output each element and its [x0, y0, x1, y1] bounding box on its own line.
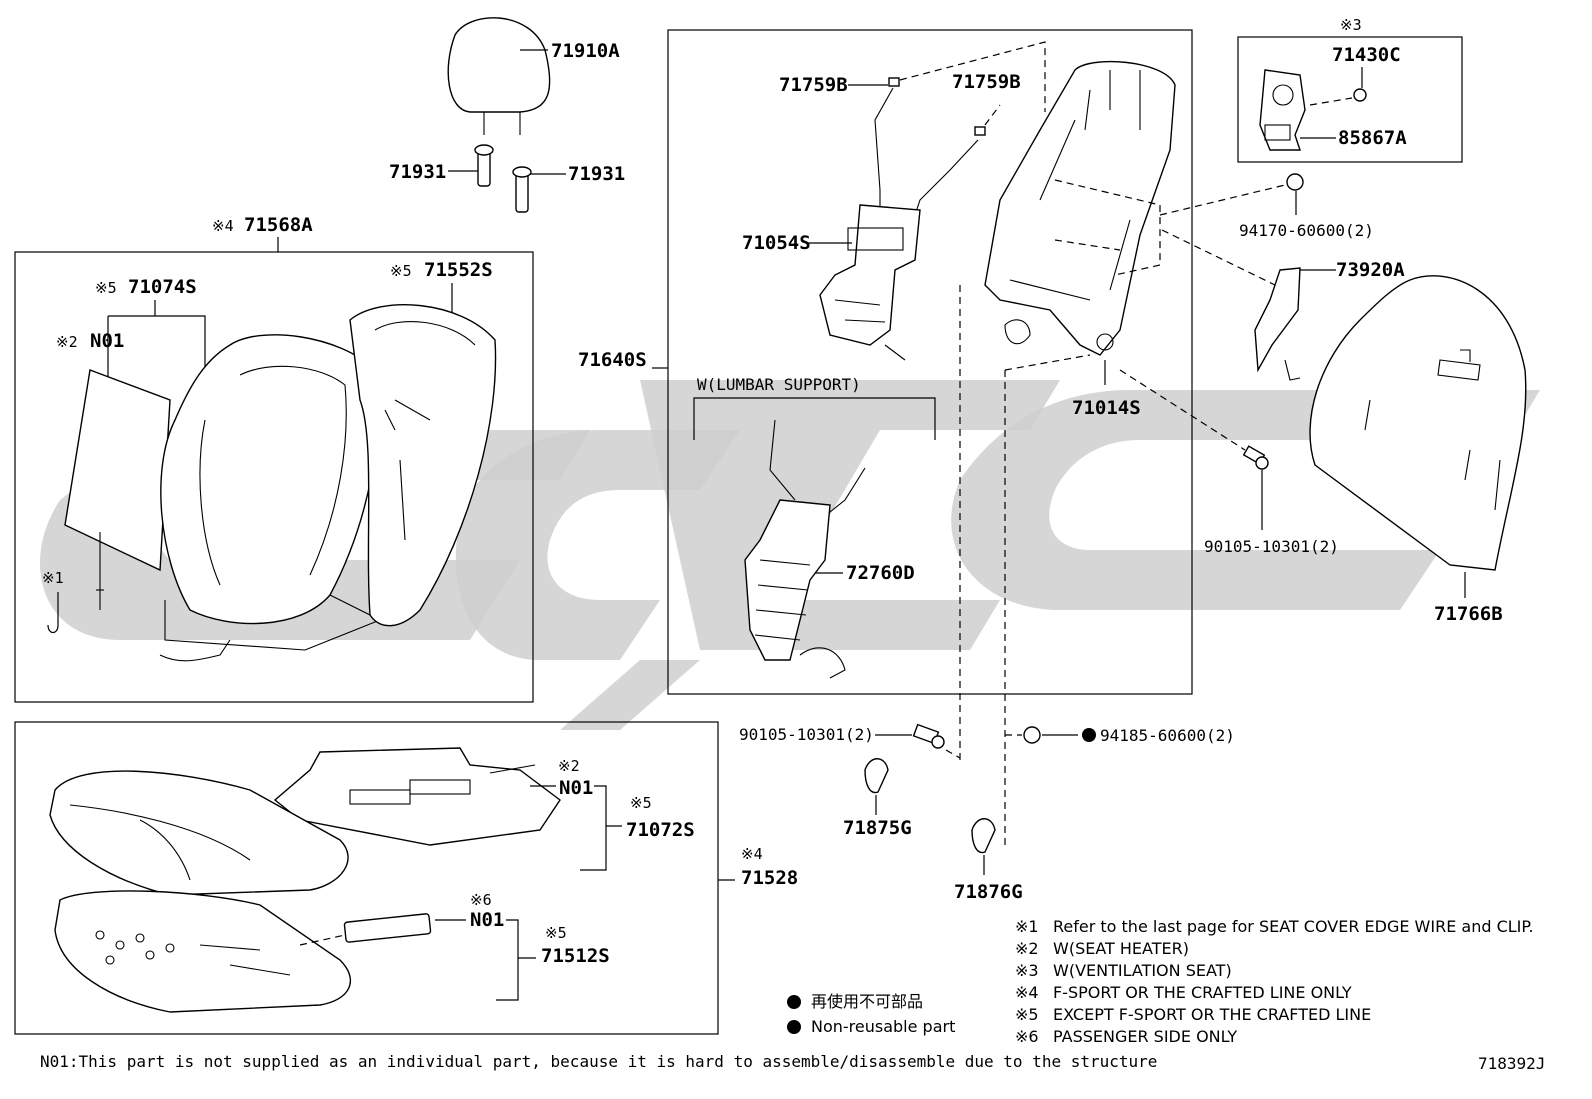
seat-back-box: [14, 251, 534, 703]
note-mark-cushion-n01: ※2: [558, 757, 580, 775]
label-94170-60600: 94170-60600(2): [1239, 221, 1374, 240]
bolt-90105-left: [912, 723, 945, 749]
label-73920A: 73920A: [1336, 259, 1405, 281]
seat-cushion-box: [14, 721, 719, 1035]
diagram-id: 718392J: [1478, 1054, 1546, 1073]
label-back-n01: N01: [90, 330, 124, 352]
label-71074S: 71074S: [128, 276, 197, 298]
label-71876G: 71876G: [954, 881, 1023, 903]
note-mark-clip: ※1: [42, 569, 64, 587]
label-pad-n01: N01: [470, 909, 504, 931]
label-71568A: 71568A: [244, 214, 313, 236]
cushion-heater-sheet: [273, 747, 561, 846]
note-mark-pad-n01: ※6: [470, 891, 492, 909]
note-mark-cushion-assy: ※4: [741, 845, 763, 863]
label-71931-left: 71931: [389, 161, 446, 183]
non-reusable-dot-icon: [787, 995, 801, 1009]
non-reusable-jp: 再使用不可部品: [811, 992, 924, 1011]
label-71054S: 71054S: [742, 232, 811, 254]
hinge-cover-right: [971, 818, 996, 854]
label-71430C: 71430C: [1332, 44, 1401, 66]
headrest-part: [447, 17, 551, 135]
note-mark-back-n01: ※2: [56, 333, 78, 351]
note-mark-cushion-cover: ※5: [630, 794, 652, 812]
seat-cushion-cover: [49, 770, 349, 896]
ventilation-box: [1237, 36, 1463, 163]
label-71766B: 71766B: [1434, 603, 1503, 625]
seat-back-pad: [349, 304, 497, 627]
footer-note: N01:This part is not supplied as an indi…: [40, 1052, 1158, 1071]
note-mark-vent: ※3: [1340, 16, 1362, 34]
seat-cushion-pad: [54, 890, 351, 1013]
bolt-90105-right: [1242, 445, 1269, 470]
label-90105-10301-right: 90105-10301(2): [1204, 537, 1339, 556]
label-71014S: 71014S: [1072, 397, 1141, 419]
seat-back-board: [1309, 275, 1527, 571]
nut-94170: [1286, 173, 1304, 191]
label-71640S: 71640S: [578, 349, 647, 371]
label-71875G: 71875G: [843, 817, 912, 839]
seat-back-frame-box: [667, 29, 1193, 695]
nut-94185: [1023, 726, 1041, 744]
label-90105-10301-left: 90105-10301(2): [739, 725, 874, 744]
ventilation-fan: [1259, 69, 1367, 151]
seat-back-spring: [819, 77, 986, 361]
label-94185-60600: 94185-60600(2): [1100, 726, 1235, 745]
label-71759B-right: 71759B: [952, 71, 1021, 93]
label-72760D: 72760D: [846, 562, 915, 584]
label-71528: 71528: [741, 867, 798, 889]
seat-heater-sheet: [64, 369, 171, 610]
hinge-cover-left: [864, 758, 889, 794]
passenger-sensor: [343, 913, 432, 943]
non-reusable-dot-icon: [787, 1020, 801, 1034]
lumbar-title: W(LUMBAR SUPPORT): [697, 375, 861, 394]
note-mark-back-assy: ※4: [212, 217, 234, 235]
note-mark-back-cover: ※5: [95, 279, 117, 297]
note-mark-pad: ※5: [545, 924, 567, 942]
label-71072S: 71072S: [626, 819, 695, 841]
headrest-guide-left: [474, 144, 494, 187]
lumbar-support: [744, 419, 866, 679]
non-reusable-legend: 再使用不可部品 Non-reusable part: [787, 989, 955, 1039]
label-85867A: 85867A: [1338, 127, 1407, 149]
non-reusable-en: Non-reusable part: [811, 1017, 956, 1036]
bracket-73920A: [1254, 267, 1301, 381]
label-71552S: 71552S: [424, 259, 493, 281]
label-71759B-left: 71759B: [779, 74, 848, 96]
label-71910A: 71910A: [551, 40, 620, 62]
headrest-guide-right: [512, 166, 532, 213]
label-71512S: 71512S: [541, 945, 610, 967]
seat-back-frame: [984, 60, 1176, 356]
label-71931-right: 71931: [568, 163, 625, 185]
note-mark-back-pad: ※5: [390, 262, 412, 280]
label-cushion-n01: N01: [559, 777, 593, 799]
non-reusable-dot: [1082, 728, 1096, 742]
